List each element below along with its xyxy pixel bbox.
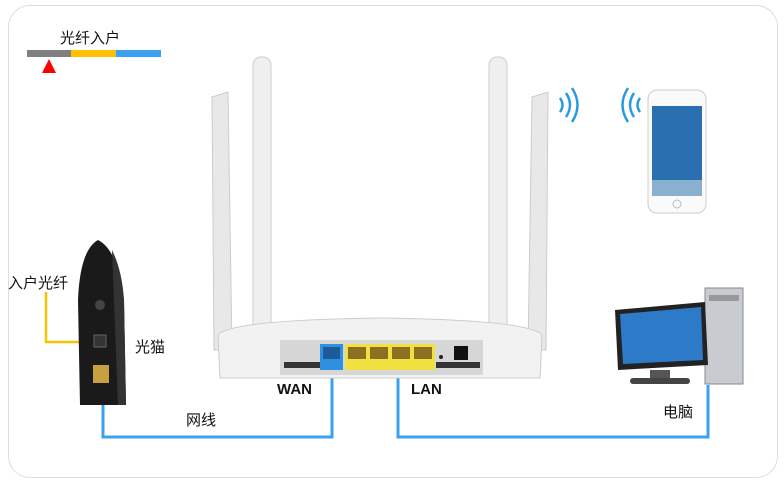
legend-segment-gray: [27, 50, 71, 57]
computer-label: 电脑: [663, 403, 694, 421]
lan-label: LAN: [411, 381, 442, 398]
optical-modem: [78, 240, 126, 405]
wifi-icon: [621, 87, 642, 123]
smartphone: [647, 89, 707, 214]
legend-title: 光纤入户: [60, 29, 121, 47]
wifi-icon: [558, 87, 579, 123]
fiber-in-label: 入户光纤: [8, 274, 69, 292]
legend-segment-yellow: [71, 50, 116, 57]
lan-cable: [396, 368, 710, 439]
legend-marker-triangle: [42, 59, 56, 73]
network-cable-label: 网线: [186, 411, 217, 429]
legend-segment-blue: [116, 50, 161, 57]
modem-label: 光猫: [135, 338, 166, 356]
diagram-frame: [8, 5, 778, 478]
wan-cable: [101, 368, 334, 439]
desktop-computer: [615, 287, 744, 385]
router: [211, 56, 549, 379]
wan-label: WAN: [277, 381, 312, 398]
